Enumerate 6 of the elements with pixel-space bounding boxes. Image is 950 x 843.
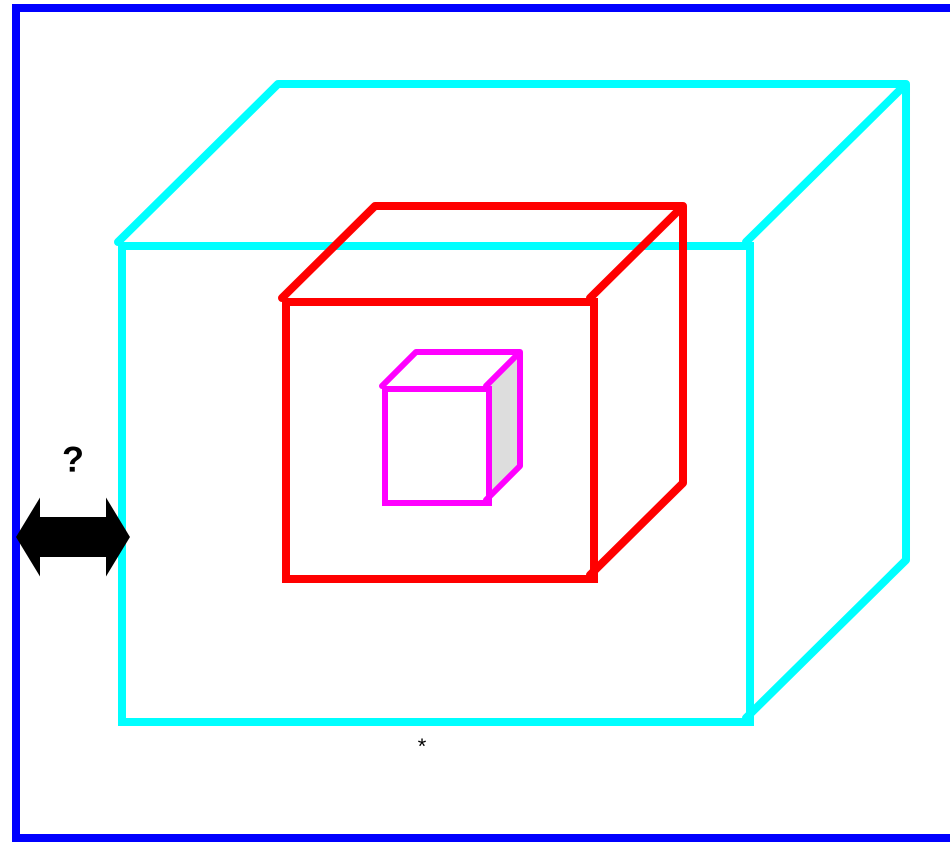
note-mark: * — [418, 738, 426, 746]
cube-outline — [379, 349, 523, 506]
frame-box — [12, 4, 950, 842]
cube-outline — [278, 202, 687, 583]
edge-label: ? — [64, 446, 82, 472]
cube-outline — [114, 80, 910, 726]
